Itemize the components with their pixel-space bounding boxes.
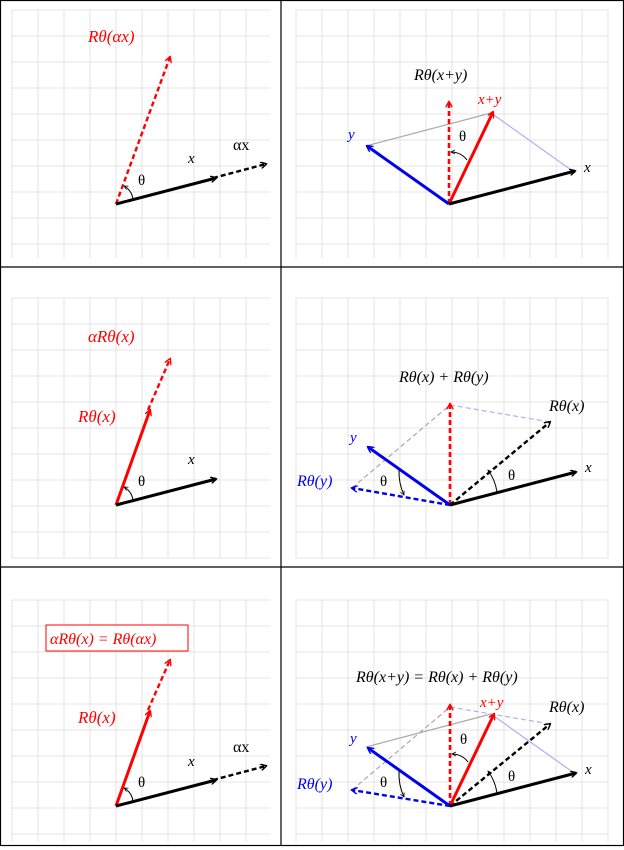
panel-3: αRθ(x) Rθ(x) x θ xyxy=(77,327,216,507)
theta-arc xyxy=(124,486,134,501)
label-theta-1: θ xyxy=(508,468,515,484)
label-equation: Rθ(x+y) = Rθ(x) + Rθ(y) xyxy=(355,669,518,686)
label-R-y: Rθ(y) xyxy=(296,473,332,490)
label-alpha-R: αRθ(x) xyxy=(88,327,135,346)
label-theta: θ xyxy=(138,775,145,791)
panel-2: Rθ(x+y) x+y y x θ xyxy=(346,67,591,206)
theta-arc-2 xyxy=(398,469,404,495)
label-y: y xyxy=(348,430,357,446)
vector-R-y xyxy=(352,790,451,808)
theta-arc-3 xyxy=(398,770,404,797)
label-theta-2: θ xyxy=(508,769,515,785)
theta-arc-2 xyxy=(488,771,498,794)
label-R-x: Rθ(x) xyxy=(548,398,584,415)
panel-6: Rθ(x+y) = Rθ(x) + Rθ(y) x+y Rθ(x) Rθ(y) … xyxy=(296,669,592,808)
label-x: x xyxy=(583,160,591,176)
theta-arc-1 xyxy=(452,754,469,763)
vector-sum xyxy=(448,714,494,807)
vector-y xyxy=(367,146,450,206)
theta-arc xyxy=(124,185,134,200)
boxed-equation-frame xyxy=(45,624,189,652)
label-x: x xyxy=(187,452,195,468)
vector-alpha-x xyxy=(212,164,266,180)
label-y: y xyxy=(348,731,357,747)
parallelogram-lightblue xyxy=(490,112,575,173)
vector-R-alpha-x xyxy=(114,57,170,205)
theta-arc xyxy=(451,152,468,161)
theta-arc xyxy=(124,787,134,802)
vector-R-y xyxy=(352,488,451,507)
parallelogram-gray xyxy=(365,713,492,748)
label-x: x xyxy=(187,754,195,770)
vector-x xyxy=(115,479,216,507)
vector-R-x xyxy=(114,711,150,807)
label-alpha-x: αx xyxy=(233,137,249,154)
vector-y xyxy=(368,447,451,507)
parallelogram-gray-dashed xyxy=(351,706,451,791)
label-x: x xyxy=(584,460,592,476)
label-theta: θ xyxy=(459,129,466,145)
vector-R-alpha-x xyxy=(146,660,170,711)
label-R-alpha-x: Rθ(αx) xyxy=(87,27,135,46)
vector-R-x xyxy=(114,410,150,506)
parallelogram-gray-dashed xyxy=(351,404,451,489)
label-y: y xyxy=(346,127,355,143)
vector-alpha-x xyxy=(212,766,266,782)
label-theta: θ xyxy=(138,173,145,189)
parallelogram-lightblue-dashed xyxy=(449,706,551,725)
theta-arc-1 xyxy=(488,470,498,493)
parallelogram-lightblue-dashed xyxy=(449,404,551,423)
label-x: x xyxy=(187,151,195,167)
vector-sum xyxy=(447,112,493,205)
vector-x xyxy=(449,472,576,507)
vector-x xyxy=(115,780,216,808)
label-R-x: Rθ(x) xyxy=(77,708,116,727)
label-R-sum: Rθ(x+y) xyxy=(413,67,467,84)
label-x: x xyxy=(584,762,592,778)
panel-1: Rθ(αx) x αx θ xyxy=(87,27,266,206)
panel-4: Rθ(x) + Rθ(y) Rθ(x) Rθ(y) y x θ θ xyxy=(296,369,592,507)
vector-R-x xyxy=(449,422,550,506)
vector-x xyxy=(448,171,575,206)
label-R-x: Rθ(x) xyxy=(77,407,116,426)
vector-x xyxy=(449,773,576,808)
label-R-x: Rθ(x) xyxy=(548,699,584,716)
vector-R-x xyxy=(449,724,550,807)
label-R-y: Rθ(y) xyxy=(296,776,332,793)
label-alpha-x: αx xyxy=(233,739,249,756)
label-theta: θ xyxy=(138,474,145,490)
label-theta-3: θ xyxy=(380,775,387,791)
parallelogram-lightblue xyxy=(490,713,575,774)
label-theta-2: θ xyxy=(380,474,387,490)
label-boxed-equation: αRθ(x) = Rθ(αx) xyxy=(50,631,156,648)
label-sum: Rθ(x) + Rθ(y) xyxy=(398,369,489,386)
label-theta-1: θ xyxy=(460,732,467,748)
label-sum: x+y xyxy=(479,695,504,711)
vector-alpha-R xyxy=(146,359,170,411)
vector-x xyxy=(115,178,216,206)
panel-5: αRθ(x) = Rθ(αx) Rθ(x) x αx θ xyxy=(45,624,266,808)
parallelogram-gray xyxy=(365,112,492,147)
vector-y xyxy=(368,748,451,808)
label-sum: x+y xyxy=(477,92,502,108)
